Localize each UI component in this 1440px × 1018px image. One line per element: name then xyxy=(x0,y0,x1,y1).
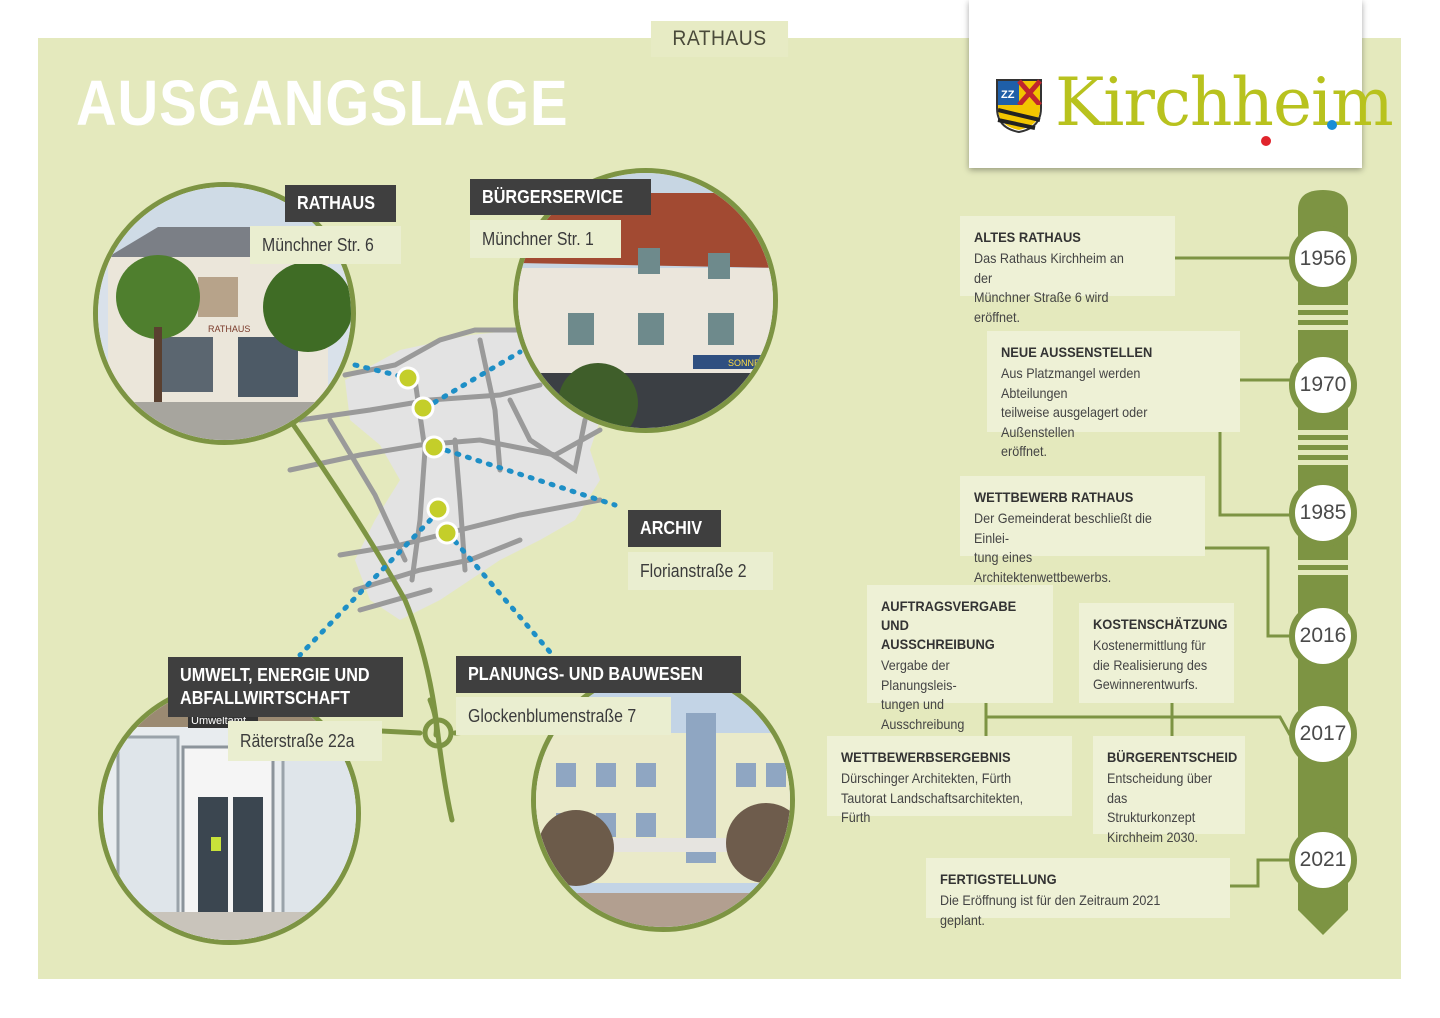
rathaus-address: Münchner Str. 6 xyxy=(250,226,402,264)
year-1970: 1970 xyxy=(1289,351,1357,419)
marker-planung xyxy=(435,521,459,545)
rathaus-photo: RATHAUS xyxy=(93,182,356,445)
planung-photo xyxy=(531,668,795,932)
logo-text: Kirchheim xyxy=(1055,64,1394,141)
event-altes-rathaus: ALTES RATHAUS Das Rathaus Kirchheim an d… xyxy=(960,216,1175,325)
marker-buergerservice xyxy=(411,396,435,420)
archiv-address: Florianstraße 2 xyxy=(628,552,774,590)
marker-archiv xyxy=(422,435,446,459)
section-tab: RATHAUS xyxy=(650,21,789,57)
year-1985: 1985 xyxy=(1289,479,1357,547)
year-2016: 2016 xyxy=(1289,602,1357,670)
event-wettbewerbsergebnis: WETTBEWERBSERGEBNIS Dürschinger Architek… xyxy=(827,736,1072,825)
rathaus-sign: RATHAUS xyxy=(208,324,250,334)
umwelt-label: UMWELT, ENERGIE UND ABFALLWIRTSCHAFT xyxy=(168,657,403,717)
buergerservice-address: Münchner Str. 1 xyxy=(470,220,622,258)
event-kostenschaetzung: KOSTENSCHÄTZUNG Kostenermittlung für die… xyxy=(1079,603,1234,703)
event-buergerentscheid: BÜRGERENTSCHEID Entscheidung über das St… xyxy=(1093,736,1245,845)
event-fertigstellung: FERTIGSTELLUNG Die Eröffnung ist für den… xyxy=(926,858,1230,928)
year-2021: 2021 xyxy=(1289,826,1357,894)
buergerservice-photo: SONNEN xyxy=(513,168,778,433)
event-neue-aussenstellen: NEUE AUSSENSTELLEN Aus Platzmangel werde… xyxy=(987,331,1240,459)
umwelt-address: Räterstraße 22a xyxy=(228,721,383,761)
planung-label: PLANUNGS- UND BAUWESEN xyxy=(456,656,741,693)
marker-umwelt xyxy=(426,497,450,521)
planung-address: Glockenblumenstraße 7 xyxy=(456,697,672,735)
buergerservice-label: BÜRGERSERVICE xyxy=(470,179,651,215)
event-wettbewerb-rathaus: WETTBEWERB RATHAUS Der Gemeinderat besch… xyxy=(960,476,1205,585)
year-1956: 1956 xyxy=(1289,225,1357,293)
marker-rathaus xyxy=(396,366,420,390)
year-2017: 2017 xyxy=(1289,700,1357,768)
coat-of-arms-icon: ZZ xyxy=(996,79,1042,134)
event-auftragsvergabe: AUFTRAGSVERGABE UND AUSSCHREIBUNG Vergab… xyxy=(867,585,1053,751)
rathaus-label: RATHAUS xyxy=(285,185,396,222)
svg-text:ZZ: ZZ xyxy=(1001,89,1015,101)
page-title: AUSGANGSLAGE xyxy=(76,67,569,139)
logo-dot-red xyxy=(1261,136,1271,146)
sonnen-sign: SONNEN xyxy=(728,358,767,368)
logo-dot-blue xyxy=(1327,120,1337,130)
archiv-label: ARCHIV xyxy=(628,510,722,547)
